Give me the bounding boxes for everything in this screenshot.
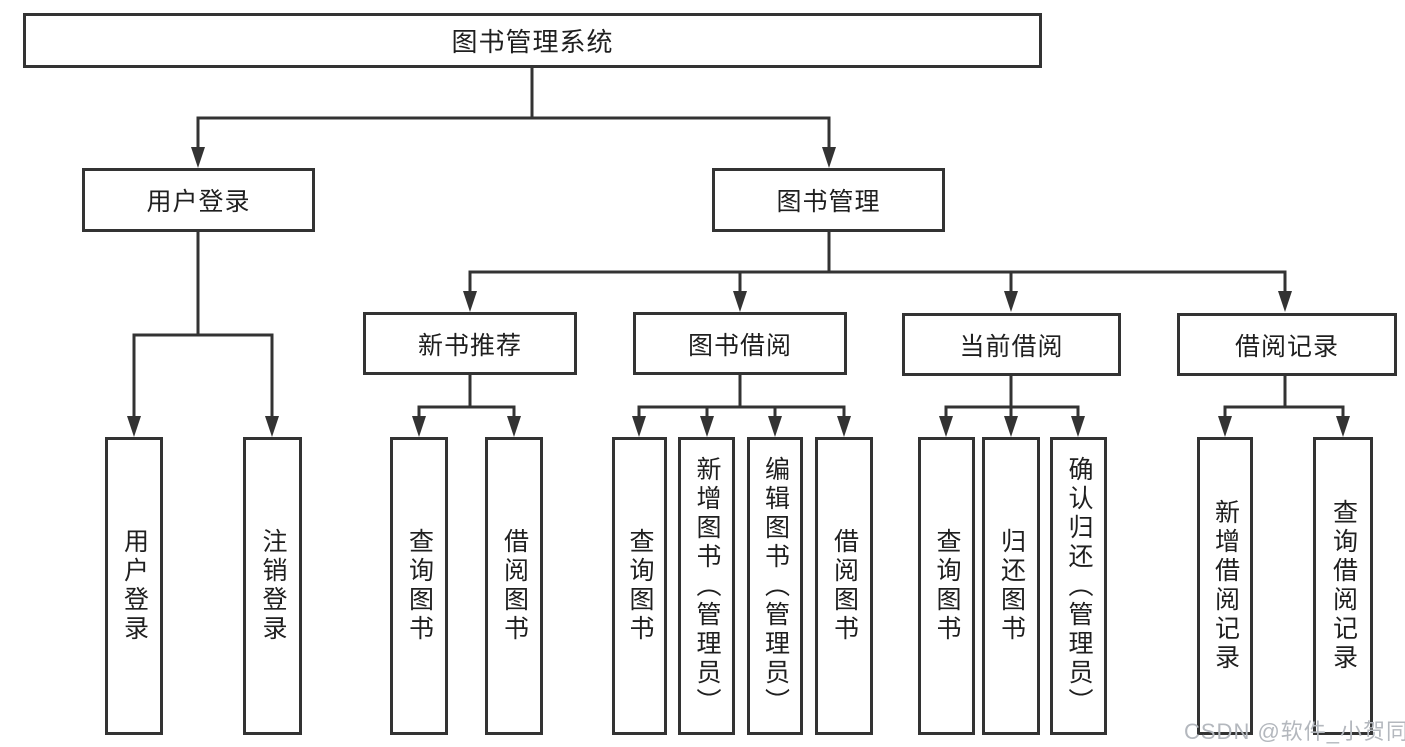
leaf-query-borrow-record: 查询借阅记录 (1313, 437, 1373, 735)
leaf-query-book-1: 查询图书 (390, 437, 448, 735)
leaf-query-book-1-label: 查询图书 (405, 528, 434, 644)
node-new-book-recommend-label: 新书推荐 (417, 331, 522, 360)
leaf-edit-book-admin: 编辑图书（管理员） (747, 437, 803, 735)
leaf-borrow-book-2: 借阅图书 (815, 437, 873, 735)
arrow-leaf-add-book (700, 416, 714, 437)
arrow-leaf-edit-book (768, 416, 782, 437)
node-root-label: 图书管理系统 (451, 27, 614, 57)
node-current-borrowing-label: 当前借阅 (959, 332, 1064, 361)
arrow-book-management (822, 147, 836, 168)
node-root: 图书管理系统 (23, 13, 1042, 68)
leaf-confirm-return-admin-label: 确认归还（管理员） (1065, 455, 1093, 717)
arrow-current-borrowing (1004, 291, 1018, 312)
connector-borrowing-records (1223, 376, 1345, 420)
leaf-add-borrow-record: 新增借阅记录 (1197, 437, 1253, 735)
node-user-login: 用户登录 (82, 168, 315, 232)
arrow-leaf-query-record (1336, 416, 1350, 437)
leaf-query-book-2: 查询图书 (612, 437, 667, 735)
arrow-leaf-borrow-book-2 (837, 416, 851, 437)
node-book-management: 图书管理 (712, 168, 945, 232)
connector-user-login (132, 232, 274, 420)
connector-current-borrowing (944, 376, 1080, 420)
arrow-leaf-borrow-book-1 (507, 416, 521, 437)
connector-root (196, 68, 831, 150)
arrow-leaf-confirm-return (1071, 416, 1085, 437)
arrow-leaf-logout (265, 416, 279, 437)
leaf-query-book-3: 查询图书 (918, 437, 975, 735)
arrow-leaf-query-book-3 (939, 416, 953, 437)
node-new-book-recommend: 新书推荐 (363, 312, 577, 375)
node-book-management-label: 图书管理 (776, 188, 881, 216)
node-user-login-label: 用户登录 (146, 188, 251, 216)
leaf-add-book-admin: 新增图书（管理员） (678, 437, 735, 735)
connector-book-borrowing (637, 375, 846, 420)
arrow-leaf-user-login (127, 416, 141, 437)
connector-book-management (468, 232, 1287, 295)
arrow-leaf-query-book-1 (412, 416, 426, 437)
leaf-logout-label: 注销登录 (259, 528, 287, 644)
leaf-borrow-book-1-label: 借阅图书 (500, 528, 529, 644)
arrow-leaf-add-record (1218, 416, 1232, 437)
connector-new-book (417, 375, 516, 420)
leaf-query-book-2-label: 查询图书 (626, 528, 654, 644)
leaf-borrow-book-1: 借阅图书 (485, 437, 543, 735)
watermark: CSDN @软件_小贺同学 (1184, 719, 1405, 744)
leaf-query-borrow-record-label: 查询借阅记录 (1329, 499, 1358, 673)
leaf-borrow-book-2-label: 借阅图书 (830, 528, 859, 644)
leaf-confirm-return-admin: 确认归还（管理员） (1050, 437, 1107, 735)
leaf-user-login: 用户登录 (105, 437, 163, 735)
leaf-edit-book-admin-label: 编辑图书（管理员） (761, 455, 790, 717)
node-book-borrowing-label: 图书借阅 (687, 331, 792, 360)
node-borrowing-records-label: 借阅记录 (1234, 332, 1339, 361)
arrow-borrowing-records (1278, 291, 1292, 312)
leaf-query-book-3-label: 查询图书 (933, 528, 961, 644)
arrow-user-login (191, 147, 205, 168)
node-book-borrowing: 图书借阅 (633, 312, 847, 375)
node-borrowing-records: 借阅记录 (1177, 313, 1397, 376)
leaf-add-borrow-record-label: 新增借阅记录 (1211, 499, 1240, 673)
node-current-borrowing: 当前借阅 (902, 313, 1121, 376)
leaf-logout: 注销登录 (243, 437, 302, 735)
arrow-book-borrowing (733, 291, 747, 312)
arrow-leaf-query-book-2 (632, 416, 646, 437)
leaf-add-book-admin-label: 新增图书（管理员） (693, 455, 721, 717)
arrow-new-book (463, 291, 477, 312)
leaf-return-book: 归还图书 (982, 437, 1040, 735)
leaf-return-book-label: 归还图书 (997, 528, 1026, 644)
leaf-user-login-label: 用户登录 (120, 528, 149, 644)
arrow-leaf-return-book (1004, 416, 1018, 437)
